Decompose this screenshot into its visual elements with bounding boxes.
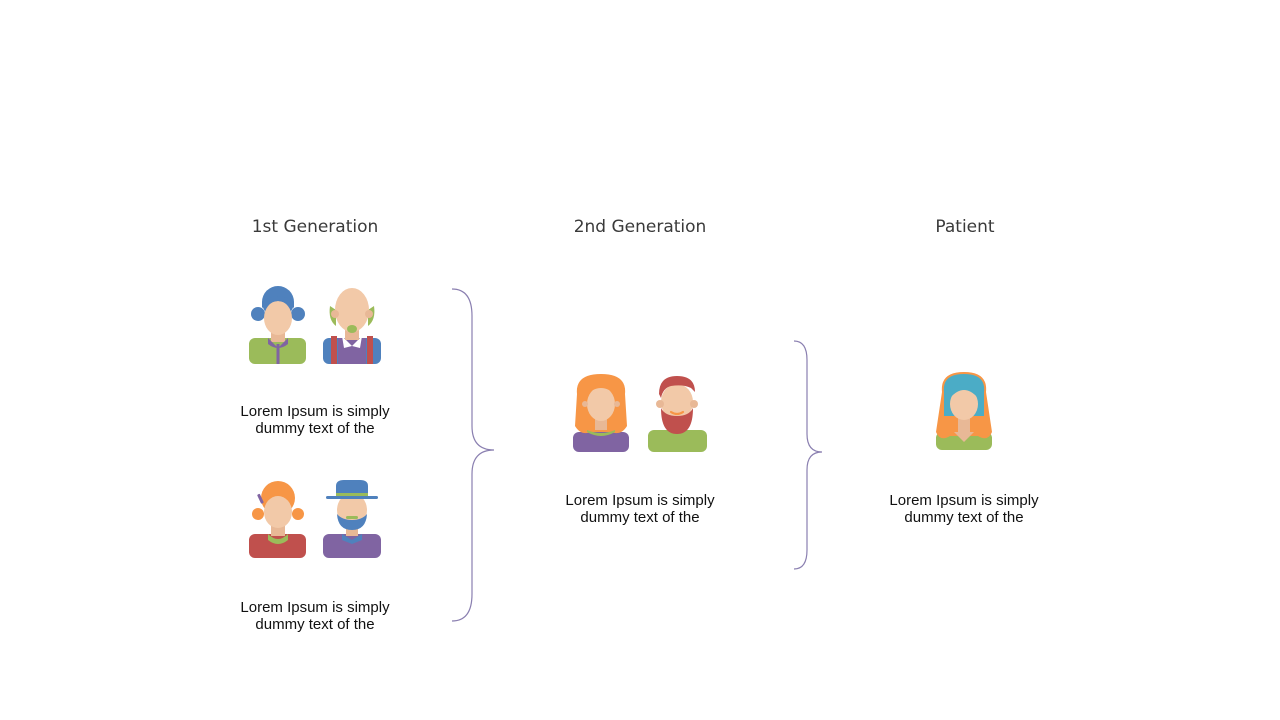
caption-line: dummy text of the	[255, 420, 375, 437]
caption-line: dummy text of the	[255, 616, 375, 633]
bald-man-icon	[322, 286, 382, 366]
caption-1st-generation-top: Lorem Ipsum is simply dummy text of the	[195, 403, 435, 437]
heading-patient: Patient	[935, 217, 995, 237]
brace-2nd-to-patient	[793, 340, 823, 570]
caption-2nd-generation: Lorem Ipsum is simply dummy text of the	[520, 492, 760, 526]
caption-patient: Lorem Ipsum is simply dummy text of the	[844, 492, 1084, 526]
brace-1st-to-2nd	[451, 288, 495, 622]
caption-1st-generation-bottom: Lorem Ipsum is simply dummy text of the	[195, 599, 435, 633]
caption-line: Lorem Ipsum is simply	[240, 599, 390, 616]
caption-line: dummy text of the	[580, 509, 700, 526]
heading-2nd-generation: 2nd Generation	[573, 217, 707, 237]
woman-blue-hair-icon	[248, 286, 308, 366]
man-red-beard-icon	[647, 374, 707, 454]
woman-orange-hair-icon	[248, 480, 308, 560]
caption-line: Lorem Ipsum is simply	[889, 492, 1039, 509]
caption-line: Lorem Ipsum is simply	[240, 403, 390, 420]
caption-line: dummy text of the	[904, 509, 1024, 526]
heading-1st-generation: 1st Generation	[251, 217, 379, 237]
caption-line: Lorem Ipsum is simply	[565, 492, 715, 509]
man-blue-hat-icon	[322, 480, 382, 560]
woman-teal-hair-icon	[934, 372, 994, 452]
woman-orange-long-hair-icon	[571, 374, 631, 454]
